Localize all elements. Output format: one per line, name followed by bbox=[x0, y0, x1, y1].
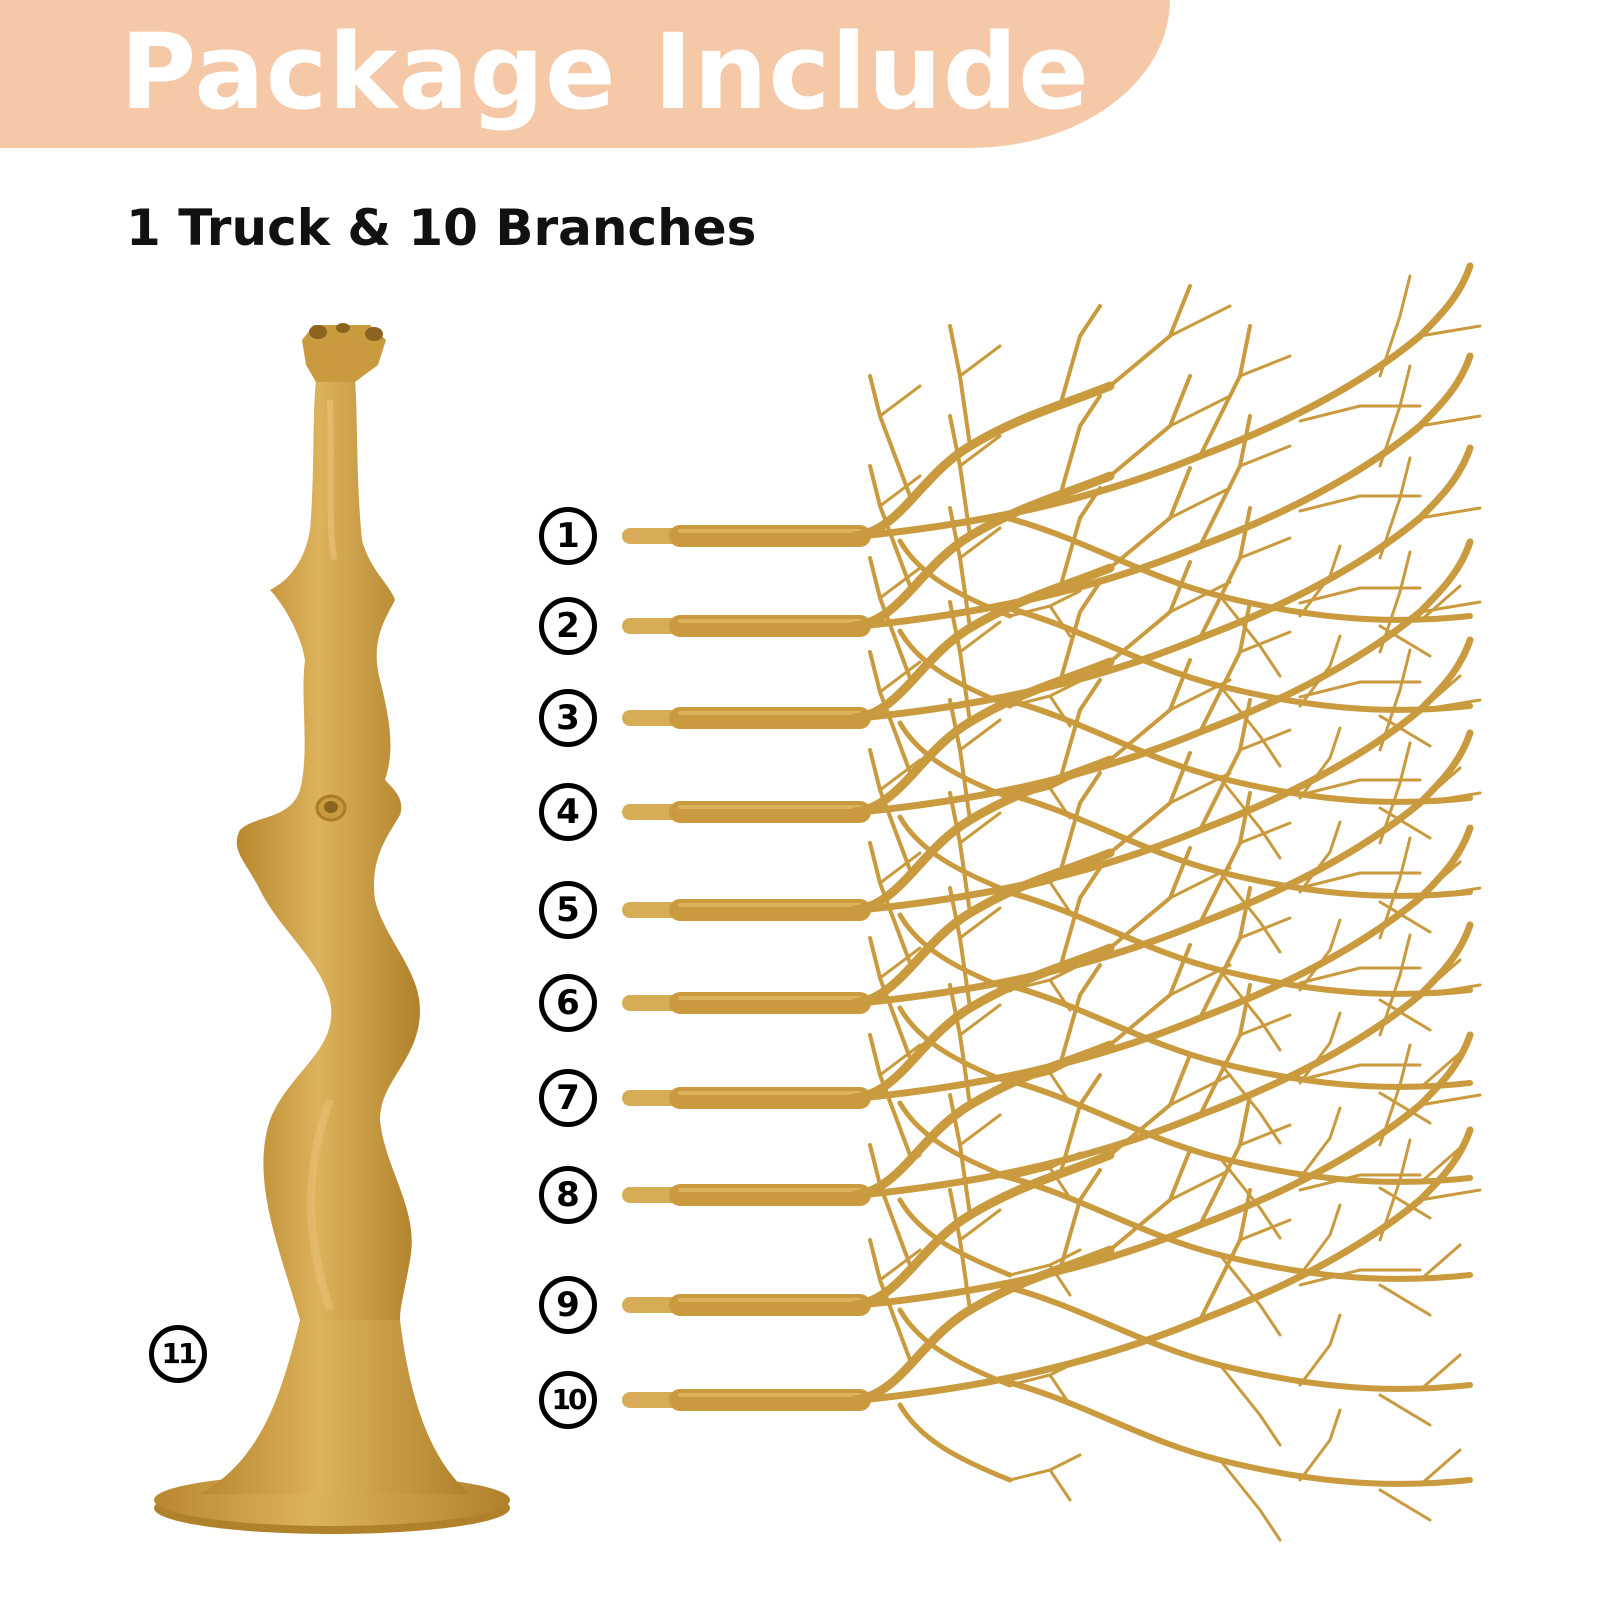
branch-10 bbox=[622, 1126, 1482, 1542]
branch-4 bbox=[622, 538, 1482, 954]
branch-7 bbox=[622, 824, 1482, 1240]
branch-number-badge: 1 bbox=[539, 507, 597, 565]
header-band: Package Include bbox=[0, 0, 1170, 148]
package-subtitle: 1 Truck & 10 Branches bbox=[126, 199, 757, 257]
branch-number-badge: 8 bbox=[539, 1166, 597, 1224]
branches-group bbox=[622, 262, 1482, 1542]
trunk-number-badge: 11 bbox=[149, 1325, 207, 1383]
branch-1 bbox=[622, 262, 1482, 678]
branch-number-badge: 7 bbox=[539, 1069, 597, 1127]
branch-number-badge: 5 bbox=[539, 881, 597, 939]
branch-2 bbox=[622, 352, 1482, 768]
page-title: Package Include bbox=[120, 11, 1090, 133]
tree-trunk bbox=[154, 323, 510, 1534]
branch-number-badge: 2 bbox=[539, 597, 597, 655]
branch-number-badge: 6 bbox=[539, 974, 597, 1032]
branch-number-badge: 9 bbox=[539, 1276, 597, 1334]
branch-number-badge: 4 bbox=[539, 783, 597, 841]
branch-number-badge: 10 bbox=[539, 1371, 597, 1429]
branch-number-badge: 3 bbox=[539, 689, 597, 747]
branch-5 bbox=[622, 636, 1482, 1052]
branch-3 bbox=[622, 444, 1482, 860]
branch-8 bbox=[622, 921, 1482, 1337]
branch-9 bbox=[622, 1031, 1482, 1447]
